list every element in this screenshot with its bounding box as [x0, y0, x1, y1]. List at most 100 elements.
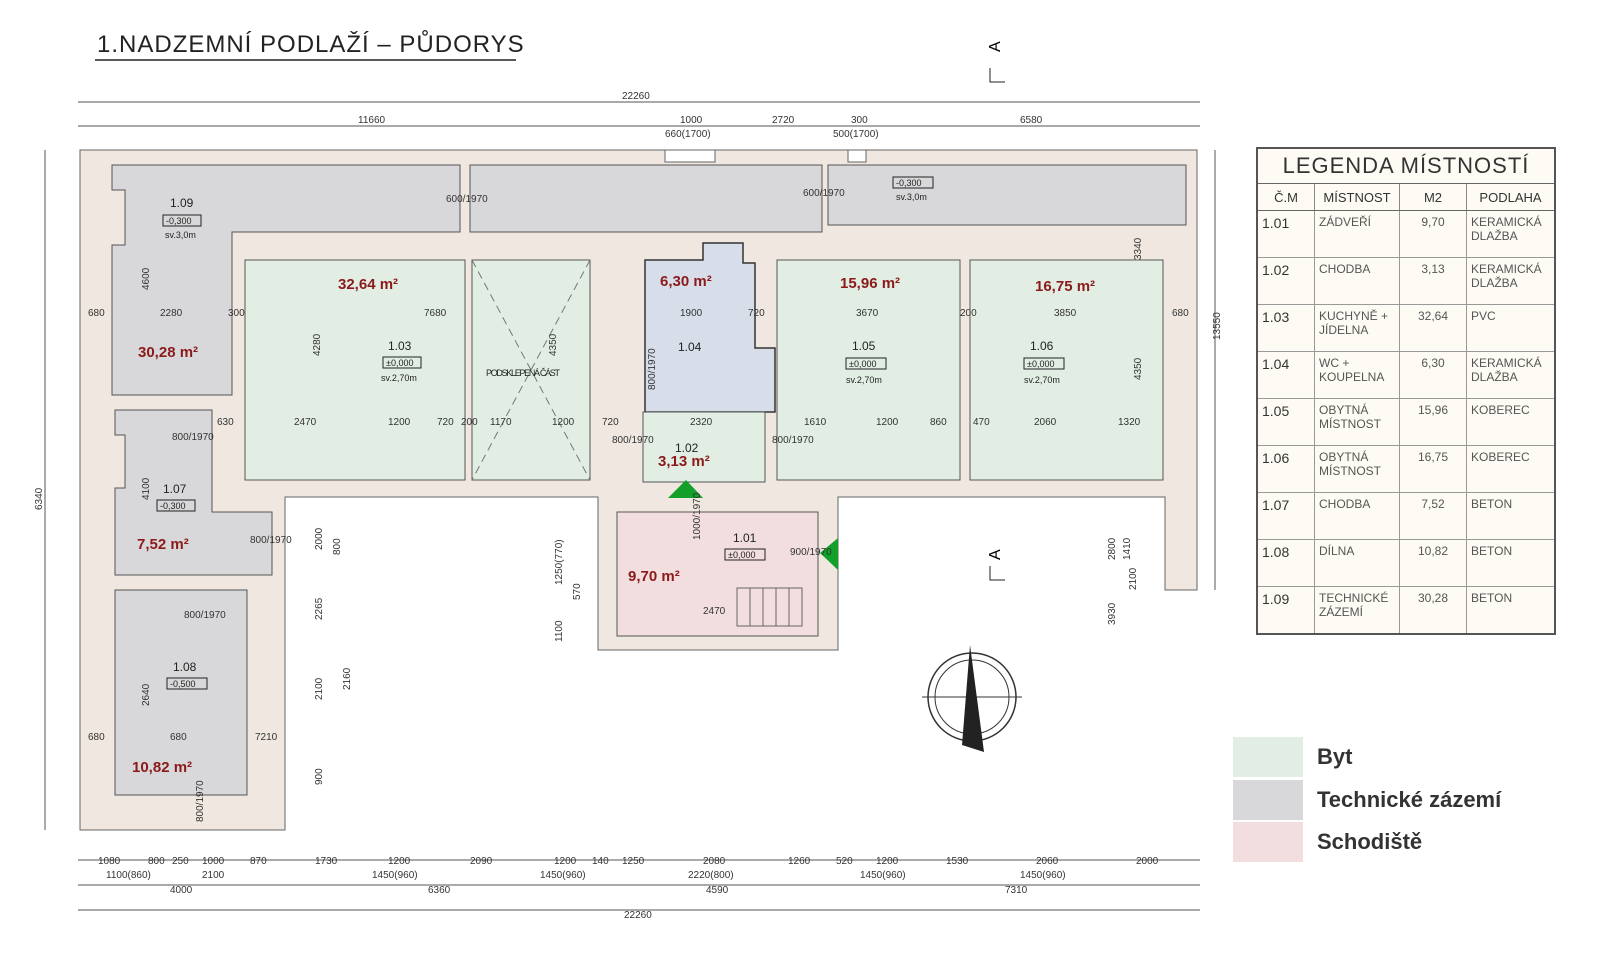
room-area: 16,75 m² [1035, 278, 1095, 295]
svg-text:1080: 1080 [98, 856, 121, 867]
svg-text:2100: 2100 [202, 870, 225, 881]
svg-text:720: 720 [602, 417, 619, 428]
legend-cell: 7,52 [1399, 492, 1467, 540]
legend-cell: 1.09 [1258, 586, 1315, 633]
legend-title: LEGENDA MÍSTNOSTÍ [1258, 149, 1554, 184]
room-level: -0,500 [170, 679, 196, 689]
svg-text:720: 720 [748, 308, 765, 319]
svg-text:1450(960): 1450(960) [540, 870, 586, 881]
dimension-label: 11660 [358, 115, 386, 126]
svg-text:200: 200 [461, 417, 478, 428]
legend-cell: 1.06 [1258, 445, 1315, 493]
legend-cell: 15,96 [1399, 398, 1467, 446]
svg-text:4100: 4100 [141, 477, 152, 500]
legend-cell: BETON [1466, 586, 1554, 633]
room-height: sv.2,70m [381, 373, 417, 383]
room-id: 1.02 [675, 441, 699, 455]
room-1-03 [244, 259, 466, 481]
svg-text:300: 300 [228, 308, 245, 319]
room-level: -0,300 [896, 178, 922, 188]
room-area: 3,13 m² [658, 453, 710, 470]
svg-text:1250(770): 1250(770) [554, 539, 565, 585]
legend-cell: 32,64 [1399, 304, 1467, 352]
svg-text:1000/1970: 1000/1970 [692, 492, 703, 540]
svg-text:800/1970: 800/1970 [250, 535, 292, 546]
svg-text:1730: 1730 [315, 856, 338, 867]
legend-cell: 1.04 [1258, 351, 1315, 399]
svg-text:800/1970: 800/1970 [612, 435, 654, 446]
svg-text:2265: 2265 [314, 597, 325, 620]
legend-cell: DÍLNA [1314, 539, 1400, 587]
legend-cell: BETON [1466, 492, 1554, 540]
section-marker-top: A [987, 41, 1005, 83]
room-area: 6,30 m² [660, 273, 712, 290]
door-labels: 600/1970 800/1970 800/1970 800/1970 800/… [172, 188, 845, 822]
room-height: sv.2,70m [1024, 375, 1060, 385]
svg-text:1450(960): 1450(960) [1020, 870, 1066, 881]
room-id: 1.07 [163, 482, 187, 496]
svg-text:4350: 4350 [1133, 357, 1144, 380]
svg-text:3340: 3340 [1133, 237, 1144, 260]
svg-text:1320: 1320 [1118, 417, 1141, 428]
bottom-dimensions: 1080 800 250 1000 870 1730 1200 2090 120… [98, 856, 1159, 921]
dimension-label: 2720 [772, 115, 795, 126]
room-level: ±0,000 [1027, 359, 1054, 369]
room-1-09 [111, 164, 461, 396]
key-label: Schodiště [1317, 829, 1423, 854]
legend-cell: 1.02 [1258, 257, 1315, 305]
key-stairs: Schodiště [1233, 822, 1422, 862]
room-legend: LEGENDA MÍSTNOSTÍ Č.M MÍSTNOST M2 PODLAH… [1256, 147, 1556, 635]
legend-cell: 10,82 [1399, 539, 1467, 587]
svg-text:2090: 2090 [470, 856, 493, 867]
dimension-label: 300 [851, 115, 868, 126]
window [664, 149, 716, 163]
svg-text:2060: 2060 [1036, 856, 1059, 867]
legend-cell: 3,13 [1399, 257, 1467, 305]
legend-cell: 1.05 [1258, 398, 1315, 446]
svg-text:470: 470 [973, 417, 990, 428]
svg-text:800/1970: 800/1970 [172, 432, 214, 443]
svg-text:800/1970: 800/1970 [184, 610, 226, 621]
room-1-01 [616, 511, 819, 637]
svg-text:800/1970: 800/1970 [772, 435, 814, 446]
dimension-label: 22260 [622, 91, 650, 102]
dimension-label: 6580 [1020, 115, 1043, 126]
room-height: sv.2,70m [846, 375, 882, 385]
svg-text:630: 630 [217, 417, 234, 428]
svg-text:3930: 3930 [1107, 602, 1118, 625]
dimension-lines-top [44, 101, 1216, 911]
key-swatch [1233, 737, 1303, 777]
svg-text:7310: 7310 [1005, 885, 1028, 896]
room-level: ±0,000 [728, 550, 755, 560]
svg-text:2800: 2800 [1107, 537, 1118, 560]
legend-cell: CHODBA [1314, 492, 1400, 540]
legend-cell: 1.01 [1258, 210, 1315, 258]
room-id: 1.05 [852, 339, 876, 353]
svg-text:720: 720 [437, 417, 454, 428]
svg-text:2000: 2000 [1136, 856, 1159, 867]
svg-text:1450(960): 1450(960) [372, 870, 418, 881]
svg-text:800/1970: 800/1970 [195, 780, 206, 822]
legend-header: Č.M [1258, 184, 1315, 211]
svg-text:1200: 1200 [552, 417, 575, 428]
north-arrow-icon [922, 645, 1022, 752]
svg-text:4280: 4280 [312, 333, 323, 356]
room-1-07 [114, 409, 273, 576]
legend-header: MÍSTNOST [1314, 184, 1400, 211]
svg-text:2640: 2640 [141, 683, 152, 706]
room-id: 1.03 [388, 339, 412, 353]
room-area: 32,64 m² [338, 276, 398, 293]
section-marker-bottom: A [987, 549, 1005, 581]
room-area: 30,28 m² [138, 344, 198, 361]
svg-text:1410: 1410 [1122, 537, 1133, 560]
svg-text:600/1970: 600/1970 [803, 188, 845, 199]
legend-cell: KERAMICKÁ DLAŽBA [1466, 210, 1554, 258]
svg-text:600/1970: 600/1970 [446, 194, 488, 205]
svg-text:2470: 2470 [294, 417, 317, 428]
legend-header: M2 [1399, 184, 1467, 211]
svg-text:4590: 4590 [706, 885, 729, 896]
legend-cell: 1.08 [1258, 539, 1315, 587]
